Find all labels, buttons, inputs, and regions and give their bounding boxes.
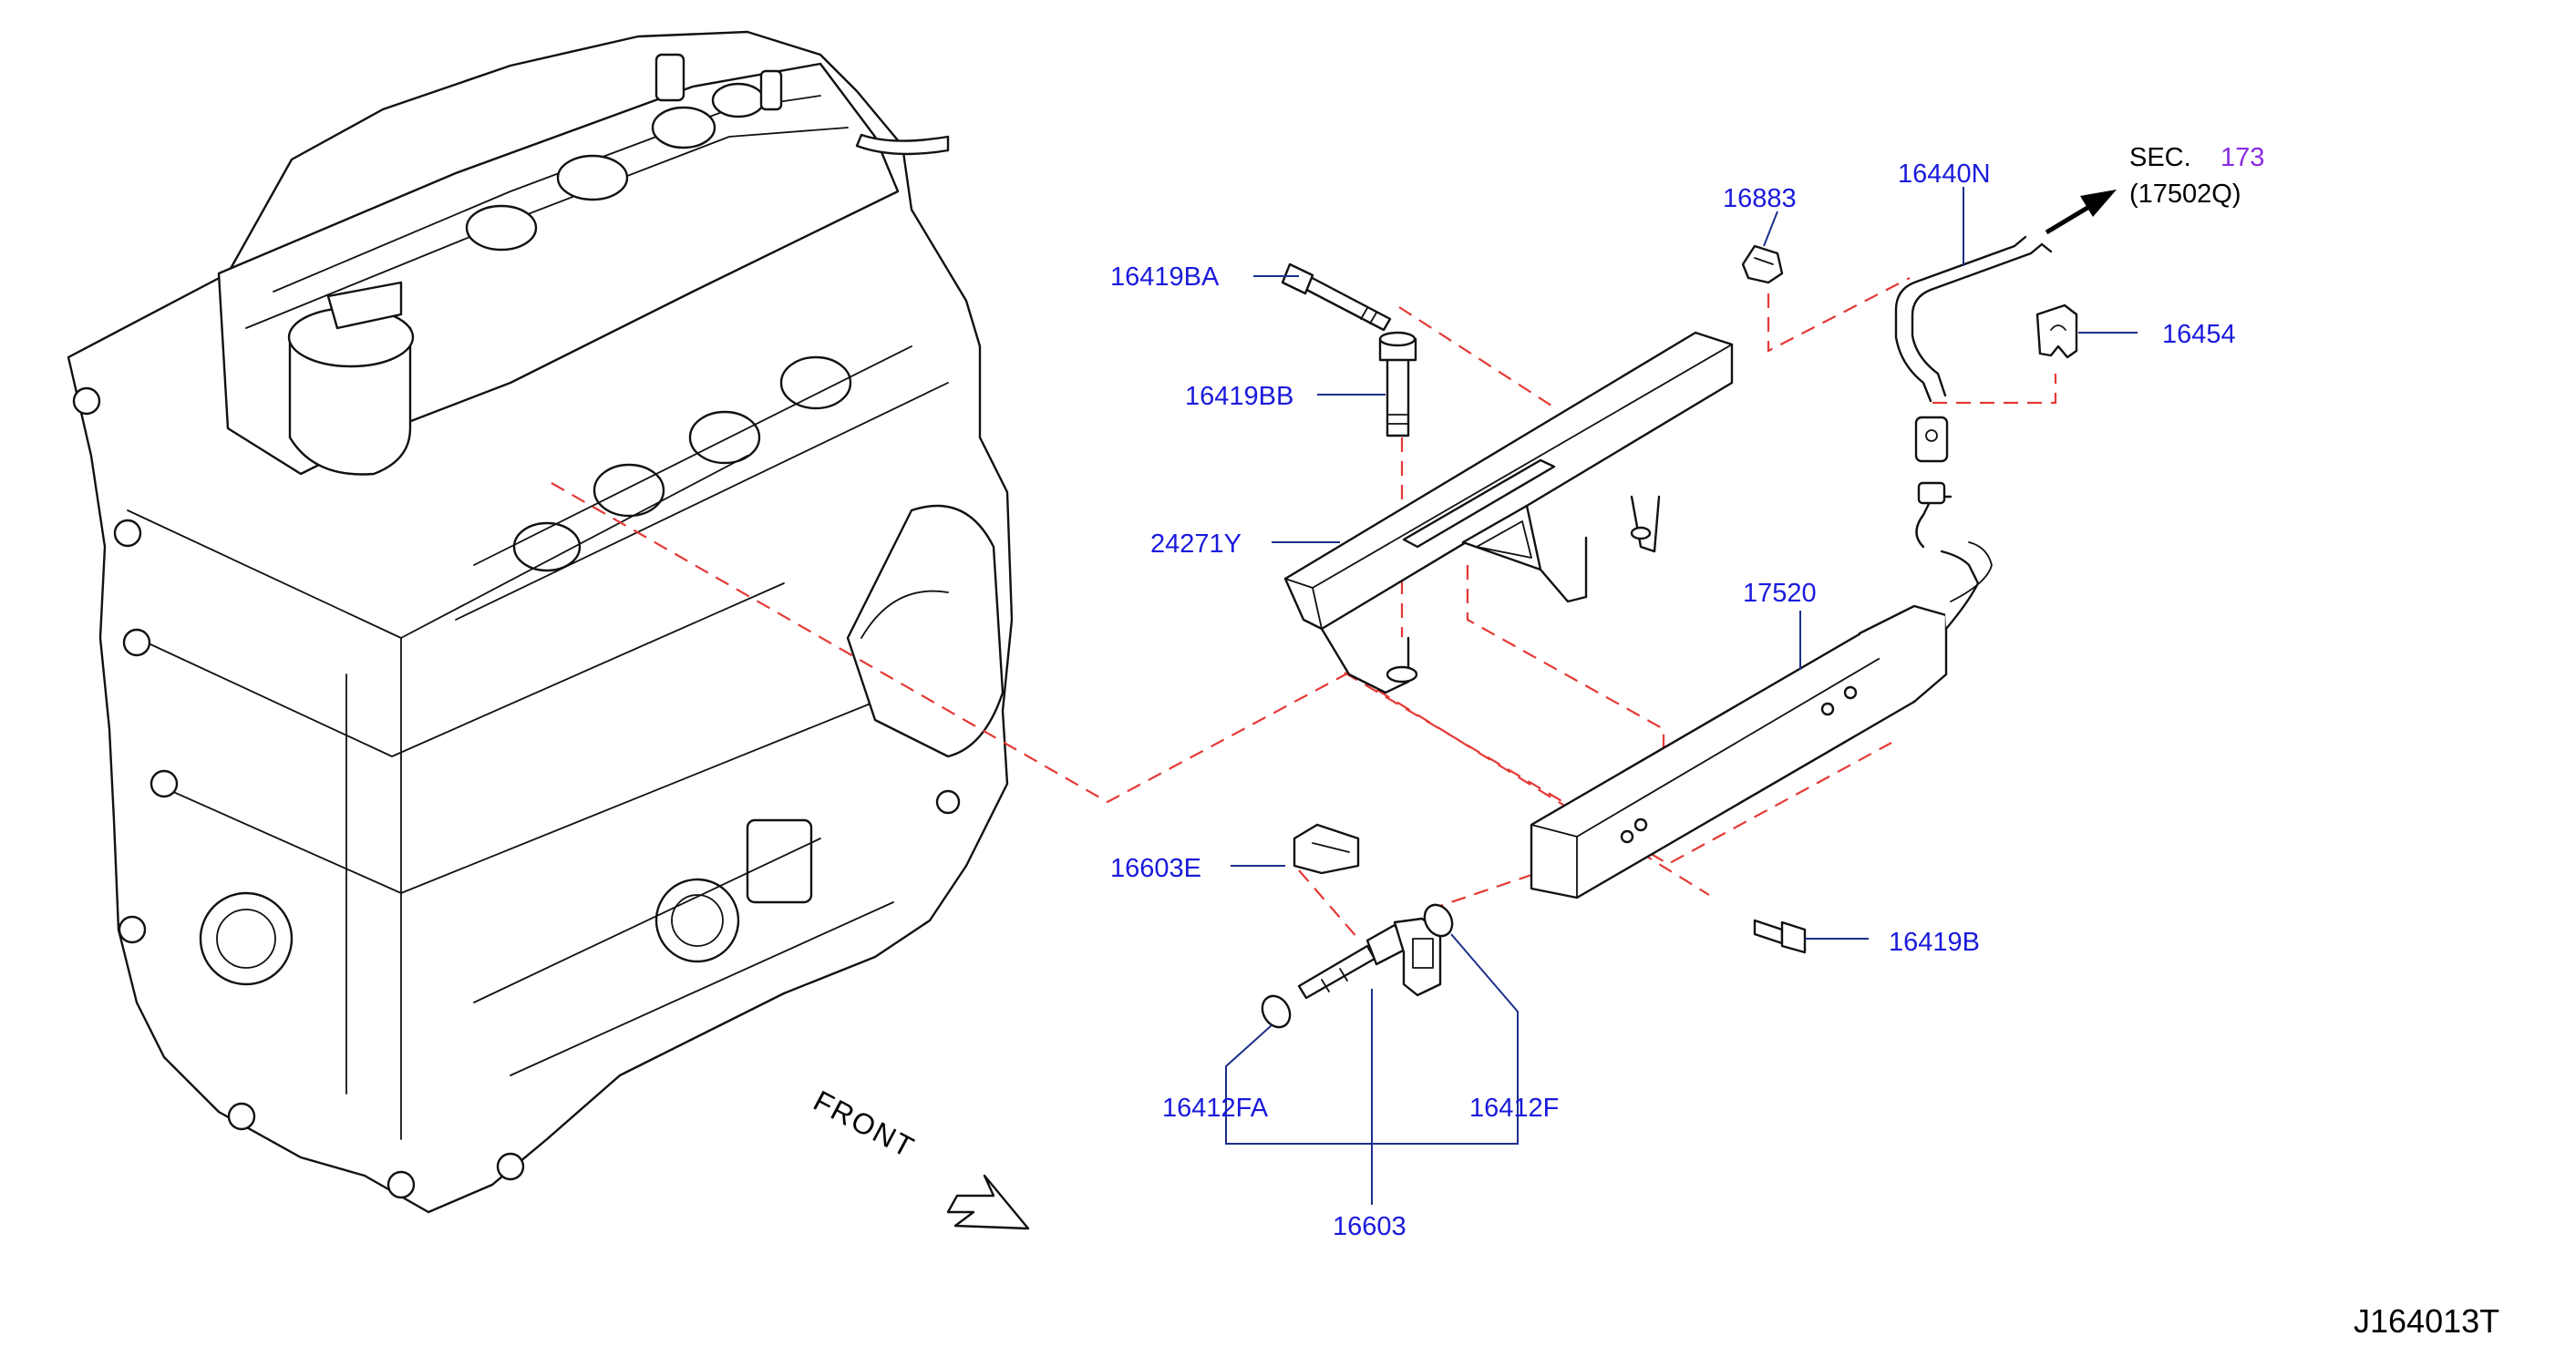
label-16603e[interactable]: 16603E bbox=[1110, 854, 1201, 883]
section-prefix: SEC. bbox=[2129, 143, 2191, 172]
label-24271y[interactable]: 24271Y bbox=[1150, 529, 1242, 559]
bracket-24271y bbox=[1283, 331, 1734, 694]
label-16419b[interactable]: 16419B bbox=[1889, 928, 1980, 957]
clip-16603e bbox=[1293, 823, 1360, 875]
leader-lines bbox=[1225, 187, 2138, 1205]
bolt-16419ba bbox=[1281, 262, 1392, 332]
label-16412fa[interactable]: 16412FA bbox=[1162, 1094, 1269, 1123]
label-16412f[interactable]: 16412F bbox=[1469, 1094, 1559, 1123]
section-sub: (17502Q) bbox=[2129, 180, 2241, 209]
label-16883[interactable]: 16883 bbox=[1723, 184, 1797, 213]
front-indicator: FRONT bbox=[809, 1084, 1030, 1230]
section-arrow bbox=[2045, 190, 2117, 235]
o-ring-16412f bbox=[1423, 903, 1454, 938]
front-arrow-icon bbox=[946, 1174, 1030, 1230]
label-16419ba[interactable]: 16419BA bbox=[1110, 262, 1220, 292]
clip-16883 bbox=[1741, 244, 1784, 284]
front-label: FRONT bbox=[809, 1084, 921, 1164]
label-16419bb[interactable]: 16419BB bbox=[1185, 382, 1293, 411]
part-labels: 16419BA 16419BB 24271Y 16883 16440N 1645… bbox=[1110, 159, 2236, 1241]
dashed-connection-lines bbox=[551, 277, 2057, 940]
engine-block-illustration bbox=[67, 30, 1014, 1214]
bolt-16419b bbox=[1753, 919, 1807, 954]
fuel-rail-17520 bbox=[1530, 481, 1993, 900]
clamp-16454 bbox=[2035, 303, 2078, 359]
label-17520[interactable]: 17520 bbox=[1743, 579, 1817, 608]
o-ring-16412fa bbox=[1261, 994, 1292, 1029]
label-16440n[interactable]: 16440N bbox=[1898, 159, 1991, 189]
section-reference: SEC. 173 (17502Q) bbox=[2129, 143, 2264, 209]
drawing-code: J164013T bbox=[2354, 1302, 2499, 1340]
bolt-16419bb bbox=[1378, 331, 1417, 437]
label-16603[interactable]: 16603 bbox=[1333, 1212, 1406, 1241]
injector-16603 bbox=[1297, 917, 1442, 1000]
section-number[interactable]: 173 bbox=[2221, 143, 2264, 172]
label-16454[interactable]: 16454 bbox=[2162, 320, 2236, 349]
fuel-hose-16440n bbox=[1894, 235, 2053, 463]
